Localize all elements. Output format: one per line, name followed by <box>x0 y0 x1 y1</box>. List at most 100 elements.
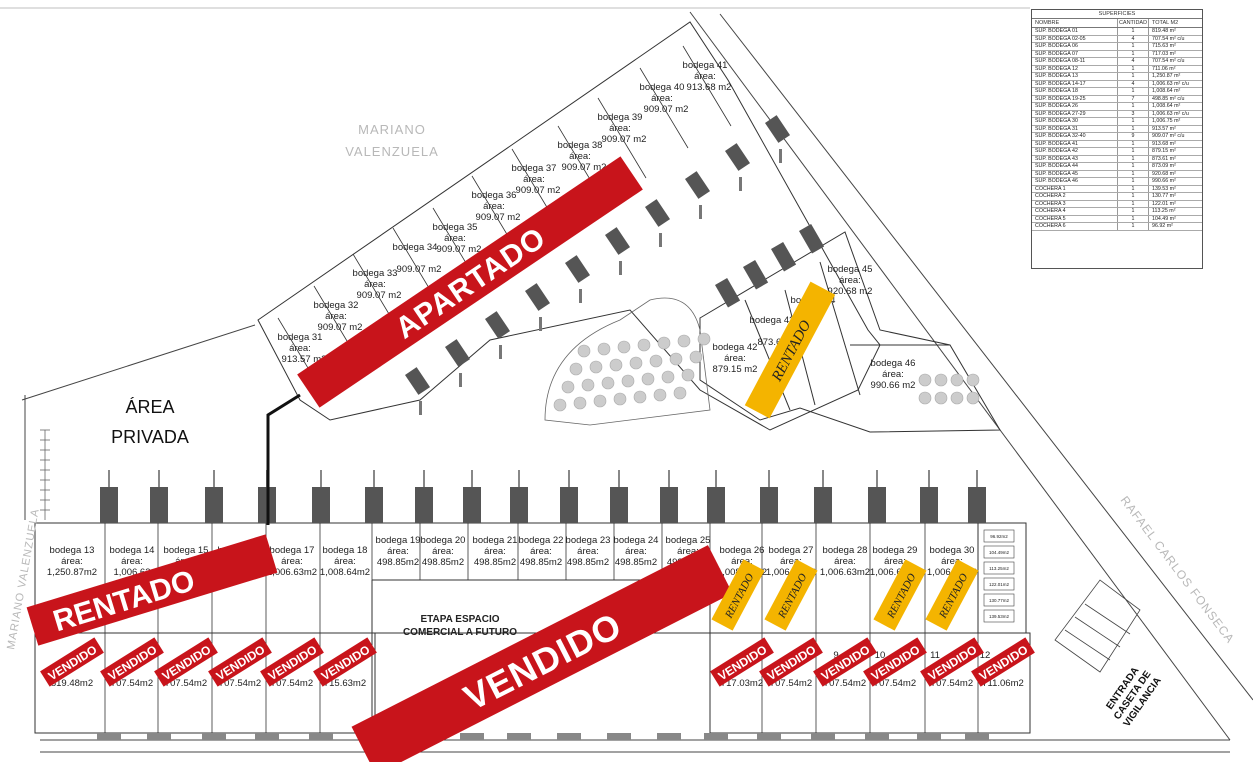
lot-name: bodega 36 <box>472 190 517 201</box>
lot-area: 909.07 m2 <box>397 264 442 275</box>
lot-name: bodega 25 <box>666 535 711 546</box>
lot-area: 1,008.64m2 <box>320 567 370 578</box>
lot-area: 498.85m2 <box>567 557 609 568</box>
area-summary-table: SUPERFICIES NOMBRE CANTIDAD TOTAL M2 SUP… <box>1031 9 1203 269</box>
cochera-area: 96.92m2 <box>990 534 1008 539</box>
lot-name: bodega 40 <box>640 82 685 93</box>
cell-quantity: 1 <box>1118 148 1149 155</box>
cell-name: SUP. BODEGA 12 <box>1032 65 1118 72</box>
left-measurements <box>40 429 50 520</box>
lot-number: 12 <box>980 650 991 661</box>
cell-total: 711.06 m² <box>1152 65 1176 72</box>
lot-name: bodega 23 <box>566 535 611 546</box>
lot-area-label: área: <box>484 546 506 557</box>
lot-area-label: área: <box>941 556 963 567</box>
cell-quantity: 1 <box>1118 170 1149 177</box>
lot-area: 498.85m2 <box>377 557 419 568</box>
cell-name: SUP. BODEGA 32-40 <box>1032 133 1118 140</box>
lot-area-label: área: <box>694 71 716 82</box>
lot-area: 715.63m2 <box>324 678 366 689</box>
cell-total: 498.85 m² c/u <box>1152 95 1185 102</box>
cochera-area: 104.49m2 <box>989 550 1010 555</box>
cell-quantity: 1 <box>1118 163 1149 170</box>
lot-area: 1,006.63m2 <box>820 567 870 578</box>
lot-number: 9 <box>833 650 838 661</box>
lot-area: 707.54m2 <box>165 678 207 689</box>
lot-name: bodega 41 <box>683 60 728 71</box>
header-quantity: CANTIDAD <box>1118 19 1149 27</box>
lot-area-label: área: <box>609 123 631 134</box>
cell-name: SUP. BODEGA 02-05 <box>1032 35 1118 42</box>
cell-quantity: 1 <box>1118 65 1149 72</box>
lot-area: 711.06m2 <box>982 678 1024 689</box>
lot-area: 498.85m2 <box>520 557 562 568</box>
lot-name: bodega 43 <box>750 315 795 326</box>
cell-name: SUP. BODEGA 45 <box>1032 170 1118 177</box>
lot-area: 909.07 m2 <box>476 212 521 223</box>
lot-area: 498.85m2 <box>474 557 516 568</box>
vendido-stamp: VENDIDO <box>351 545 733 762</box>
lot-area: 707.54m2 <box>770 678 812 689</box>
street-mariano-valenzuela-2: VALENZUELA <box>345 144 439 159</box>
cochera-area: 113.25m2 <box>989 566 1009 571</box>
table-header: NOMBRE CANTIDAD TOTAL M2 <box>1032 19 1202 28</box>
lot-area: 1,006.63 <box>114 567 151 578</box>
lot-name: bodega 15 <box>164 545 209 556</box>
cell-quantity: 1 <box>1118 155 1149 162</box>
cell-name: SUP. BODEGA 26 <box>1032 103 1118 110</box>
lot-area: 909.07 m2 <box>562 162 607 173</box>
lot-name: bodega 39 <box>598 112 643 123</box>
lot-name: bodega 24 <box>614 535 659 546</box>
access-path <box>266 393 301 525</box>
cell-quantity: 1 <box>1118 28 1149 35</box>
lot-area-label: área: <box>364 279 386 290</box>
cell-quantity: 1 <box>1118 223 1149 230</box>
lot-area-label: área: <box>121 556 143 567</box>
lot-area-label: área: <box>483 201 505 212</box>
lot-number: 10 <box>875 650 886 661</box>
cell-total: 873.61 m² <box>1152 155 1176 162</box>
cell-name: SUP. BODEGA 31 <box>1032 125 1118 132</box>
cell-name: COCHERA 4 <box>1032 208 1118 215</box>
cell-total: 879.15 m² <box>1152 148 1176 154</box>
landscape-garden <box>544 297 980 426</box>
lot-name: bodega 21 <box>473 535 518 546</box>
cell-quantity: 1 <box>1118 73 1149 80</box>
lot-area: 909.07 m2 <box>644 104 689 115</box>
cell-name: COCHERA 2 <box>1032 193 1118 200</box>
cell-name: SUP. BODEGA 06 <box>1032 43 1118 50</box>
etapa-label-1: ETAPA ESPACIO <box>420 614 499 625</box>
cell-quantity: 9 <box>1118 133 1149 140</box>
cell-name: SUP. BODEGA 14-17 <box>1032 80 1118 87</box>
lot-area-label: área: <box>625 546 647 557</box>
cell-quantity: 1 <box>1118 215 1149 222</box>
lot-name: bodega 46 <box>871 358 916 369</box>
lot-area: 879.15 m2 <box>713 364 758 375</box>
lot-name: bodega 28 <box>823 545 868 556</box>
lot-area-label: área: <box>839 275 861 286</box>
cell-total: 913.57 m² <box>1152 125 1176 132</box>
lot-name: bodega 17 <box>270 545 315 556</box>
lot-area: 498.85m2 <box>422 557 464 568</box>
cell-name: SUP. BODEGA 41 <box>1032 140 1118 147</box>
lot-name: bodega 29 <box>873 545 918 556</box>
cell-name: SUP. BODEGA 08-11 <box>1032 58 1118 65</box>
lot-area: 909.07 m2 <box>318 322 363 333</box>
cell-quantity: 4 <box>1118 58 1149 65</box>
lot-name: bodega 26 <box>720 545 765 556</box>
cell-total: 1,006.63 m² c/u <box>1152 80 1189 87</box>
